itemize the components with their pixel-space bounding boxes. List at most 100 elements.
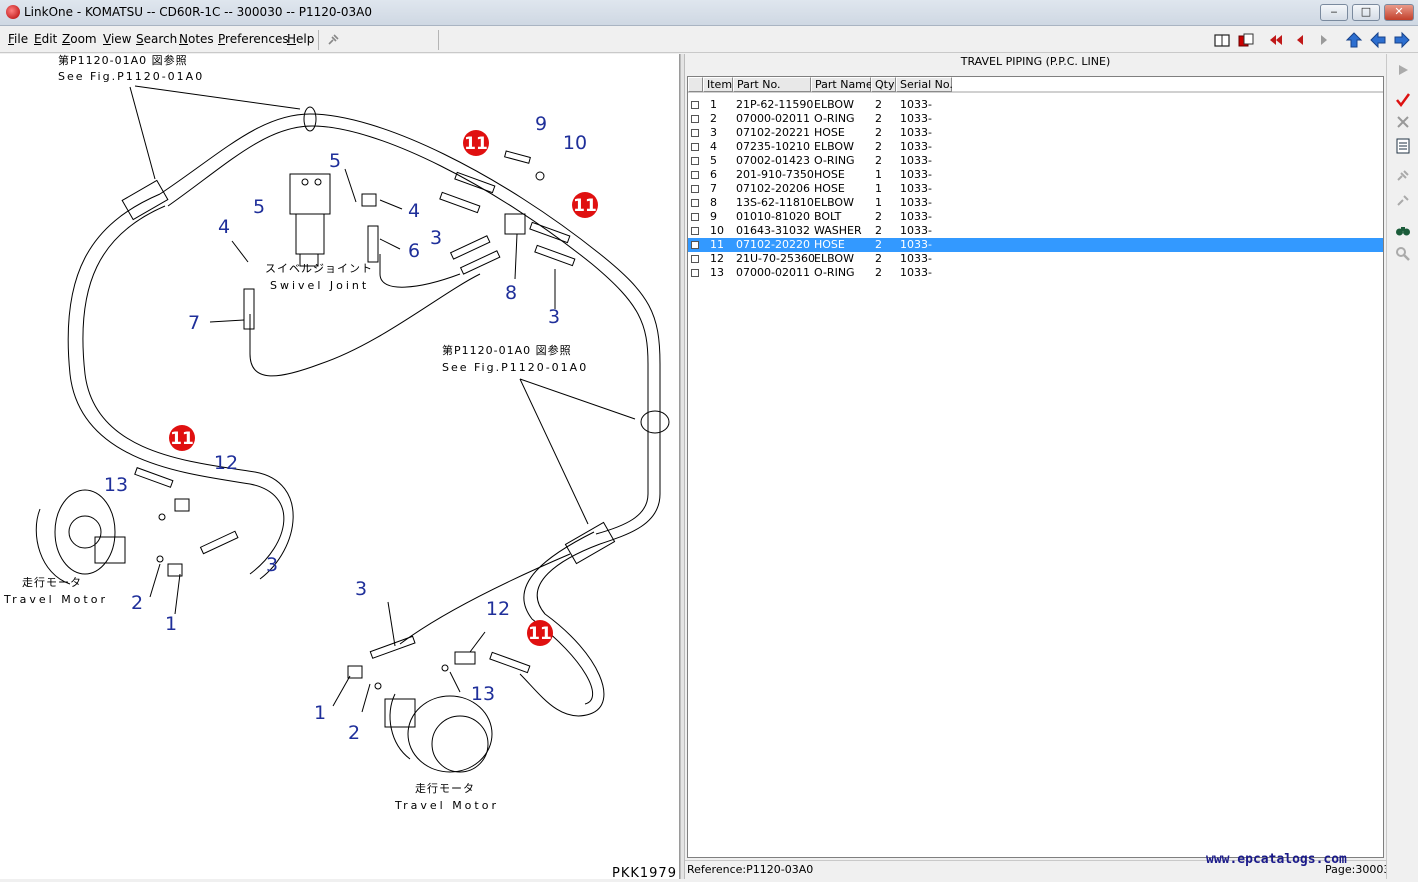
row-checkbox[interactable] (691, 269, 699, 277)
column-header-serial-no[interactable]: Serial No. (896, 77, 953, 92)
callout-1[interactable]: 1 (165, 613, 177, 635)
row-checkbox[interactable] (691, 157, 699, 165)
callout-11[interactable]: 11 (573, 196, 597, 216)
cell-part-name: ELBOW (814, 98, 854, 111)
menu-notes[interactable]: Notes (179, 32, 214, 46)
cell-part-no: 07235-10210 (736, 140, 810, 153)
next-page-icon[interactable] (1314, 30, 1334, 50)
status-bar: Reference:P1120-03A0 Page:300030 (685, 860, 1397, 879)
menu-preferences[interactable]: Preferences (218, 32, 289, 46)
column-header-part-no[interactable]: Part No. (733, 77, 811, 92)
callout-11[interactable]: 11 (170, 429, 194, 449)
parts-list[interactable]: Item Part No. Part Name Qty Serial No. 1… (687, 76, 1384, 858)
row-checkbox[interactable] (691, 213, 699, 221)
callout-4[interactable]: 4 (408, 200, 420, 222)
callout-5[interactable]: 5 (253, 196, 265, 218)
callout-1[interactable]: 1 (314, 702, 326, 724)
menu-separator (438, 30, 439, 50)
column-header-part-name[interactable]: Part Name (811, 77, 873, 92)
callout-3[interactable]: 3 (355, 578, 367, 600)
delete-icon[interactable] (1393, 112, 1413, 132)
callout-9[interactable]: 9 (535, 113, 547, 135)
row-checkbox[interactable] (691, 241, 699, 249)
callout-12[interactable]: 12 (214, 452, 238, 474)
column-header-qty[interactable]: Qty (871, 77, 896, 92)
minimize-button[interactable]: ‒ (1320, 4, 1348, 21)
unlink-icon[interactable] (1393, 190, 1413, 210)
link-icon[interactable] (1393, 166, 1413, 186)
binoculars-icon[interactable] (1393, 220, 1413, 240)
up-arrow-icon[interactable] (1344, 30, 1364, 50)
back-arrow-icon[interactable] (1368, 30, 1388, 50)
menu-file[interactable]: File (8, 32, 29, 46)
cell-serial-no: 1033- (900, 210, 932, 223)
pipe-right-inner (595, 364, 649, 535)
cell-part-name: ELBOW (814, 140, 854, 153)
row-checkbox[interactable] (691, 171, 699, 179)
callout-8[interactable]: 8 (505, 282, 517, 304)
row-checkbox[interactable] (691, 101, 699, 109)
callout-12[interactable]: 12 (486, 598, 510, 620)
cell-part-name: WASHER (814, 224, 862, 237)
callout-3[interactable]: 3 (266, 554, 278, 576)
callout-11[interactable]: 11 (528, 624, 552, 644)
first-page-icon[interactable] (1266, 30, 1286, 50)
callout-6[interactable]: 6 (408, 240, 420, 262)
callout-13[interactable]: 13 (471, 683, 495, 705)
book-icon[interactable] (1212, 30, 1232, 50)
list-icon[interactable] (1393, 136, 1413, 156)
pane-splitter[interactable] (680, 54, 685, 879)
callout-3[interactable]: 3 (548, 306, 560, 328)
callout-10[interactable]: 10 (563, 132, 587, 154)
parts-drawing-pane[interactable]: 第P1120-01A0 図参照 See Fig.P1120-01A0 第P112… (0, 53, 680, 881)
maximize-button[interactable]: □ (1352, 4, 1380, 21)
callout-5[interactable]: 5 (329, 150, 341, 172)
menu-help[interactable]: Help (287, 32, 315, 46)
column-header-check[interactable] (688, 77, 703, 92)
callout-13[interactable]: 13 (104, 474, 128, 496)
callout-2[interactable]: 2 (348, 722, 360, 744)
ref-top-jp: 第P1120-01A0 図参照 (58, 54, 188, 67)
play-icon[interactable] (1393, 60, 1413, 80)
row-checkbox[interactable] (691, 129, 699, 137)
catalog-icon[interactable] (1236, 30, 1256, 50)
parts-diagram[interactable]: 第P1120-01A0 図参照 See Fig.P1120-01A0 第P112… (0, 53, 680, 881)
column-header-item[interactable]: Item (703, 77, 733, 92)
menu-view[interactable]: View (103, 32, 132, 46)
callout-11-group[interactable] (169, 130, 598, 646)
callout-2[interactable]: 2 (131, 592, 143, 614)
row-checkbox[interactable] (691, 143, 699, 151)
cell-part-name: BOLT (814, 210, 842, 223)
menu-edit[interactable]: Edit (34, 32, 58, 46)
callout-11[interactable]: 11 (464, 134, 488, 154)
zoom-icon[interactable] (1393, 244, 1413, 264)
callout-3[interactable]: 3 (430, 227, 442, 249)
checkmark-icon[interactable] (1393, 90, 1413, 110)
row-checkbox[interactable] (691, 185, 699, 193)
row-checkbox[interactable] (691, 255, 699, 263)
pin-icon[interactable] (323, 30, 343, 50)
row-checkbox[interactable] (691, 227, 699, 235)
row-checkbox[interactable] (691, 115, 699, 123)
previous-page-icon[interactable] (1290, 30, 1310, 50)
close-button[interactable]: ✕ (1384, 4, 1414, 21)
menu-zoom[interactable]: Zoom (62, 32, 97, 46)
forward-arrow-icon[interactable] (1392, 30, 1412, 50)
menu-search[interactable]: Search (136, 32, 178, 46)
callout-7[interactable]: 7 (188, 312, 200, 334)
row-checkbox[interactable] (691, 199, 699, 207)
callout-4[interactable]: 4 (218, 216, 230, 238)
